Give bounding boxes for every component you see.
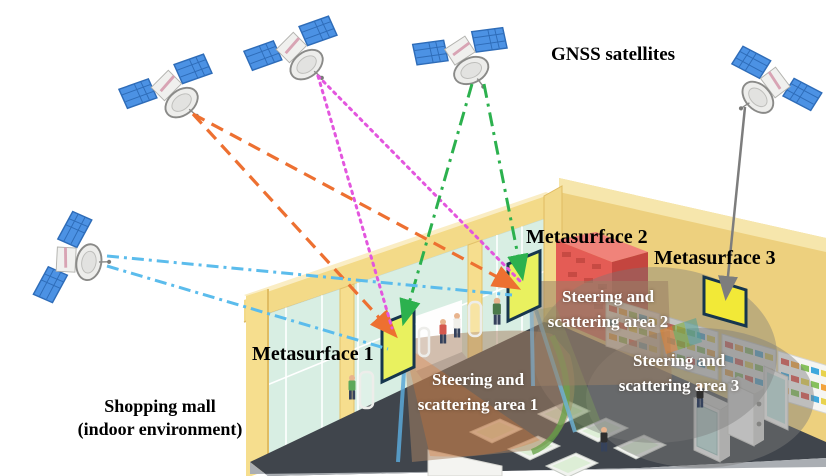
gnss-satellite-4 — [723, 43, 826, 129]
steering-area-2-label-line2: scattering area 2 — [547, 311, 669, 331]
person — [439, 319, 447, 344]
shopping-mall-label-line1: Shopping mall — [104, 396, 216, 416]
metasurface-3-label: Metasurface 3 — [654, 247, 776, 269]
gnss-satellites-label: GNSS satellites — [551, 44, 676, 65]
person — [492, 297, 501, 325]
gnss-satellite-5 — [8, 204, 127, 322]
shopping-mall-label-line2: (indoor environment) — [77, 419, 243, 440]
shopping-mall-label: Shopping mall (indoor environment) — [36, 395, 284, 442]
steering-area-3-label-line2: scattering area 3 — [618, 375, 740, 395]
steering-area-3-label-line1: Steering and — [632, 351, 726, 370]
metasurface-2-label: Metasurface 2 — [526, 226, 648, 248]
beam-sat2-ms1 — [316, 74, 394, 330]
person — [453, 313, 461, 338]
steering-area-3-label: Steering and scattering area 3 — [575, 349, 783, 398]
steering-area-2-label-line1: Steering and — [561, 287, 655, 306]
gnss-satellite-2 — [242, 14, 339, 87]
corner-column-left — [246, 289, 268, 476]
signal-beams — [106, 74, 747, 351]
beam-sat3-ms2 — [482, 83, 529, 282]
beam-sat4-ms3 — [718, 106, 747, 301]
gnss-satellite-3 — [404, 8, 513, 99]
person — [600, 427, 608, 452]
gnss-satellite-1 — [117, 52, 214, 125]
security-gates — [358, 300, 483, 410]
beam-sat3-ms1 — [399, 83, 474, 327]
steering-area-2-label: Steering and scattering area 2 — [504, 285, 712, 334]
steering-area-1-label-line1: Steering and — [431, 370, 525, 389]
metasurface-1-label: Metasurface 1 — [252, 343, 374, 365]
floor-edge — [250, 458, 826, 476]
beam-sat5-ms1 — [106, 264, 389, 351]
store-interior — [427, 297, 826, 476]
person — [348, 375, 356, 400]
back-wall-top-band — [559, 178, 826, 252]
fascia-front — [244, 196, 546, 322]
steering-area-2-zone — [529, 281, 702, 387]
beam-sat1-ms1 — [191, 112, 398, 339]
steering-area-1-label: Steering and scattering area 1 — [374, 368, 582, 417]
person — [696, 383, 704, 408]
beam-sat1-ms2 — [192, 112, 522, 290]
steering-area-1-label-line2: scattering area 1 — [417, 394, 539, 414]
beam-sat5-ms2 — [106, 254, 513, 297]
beam-sat2-ms2 — [316, 74, 522, 283]
shoppers — [348, 297, 704, 452]
refrigerators — [693, 365, 789, 463]
